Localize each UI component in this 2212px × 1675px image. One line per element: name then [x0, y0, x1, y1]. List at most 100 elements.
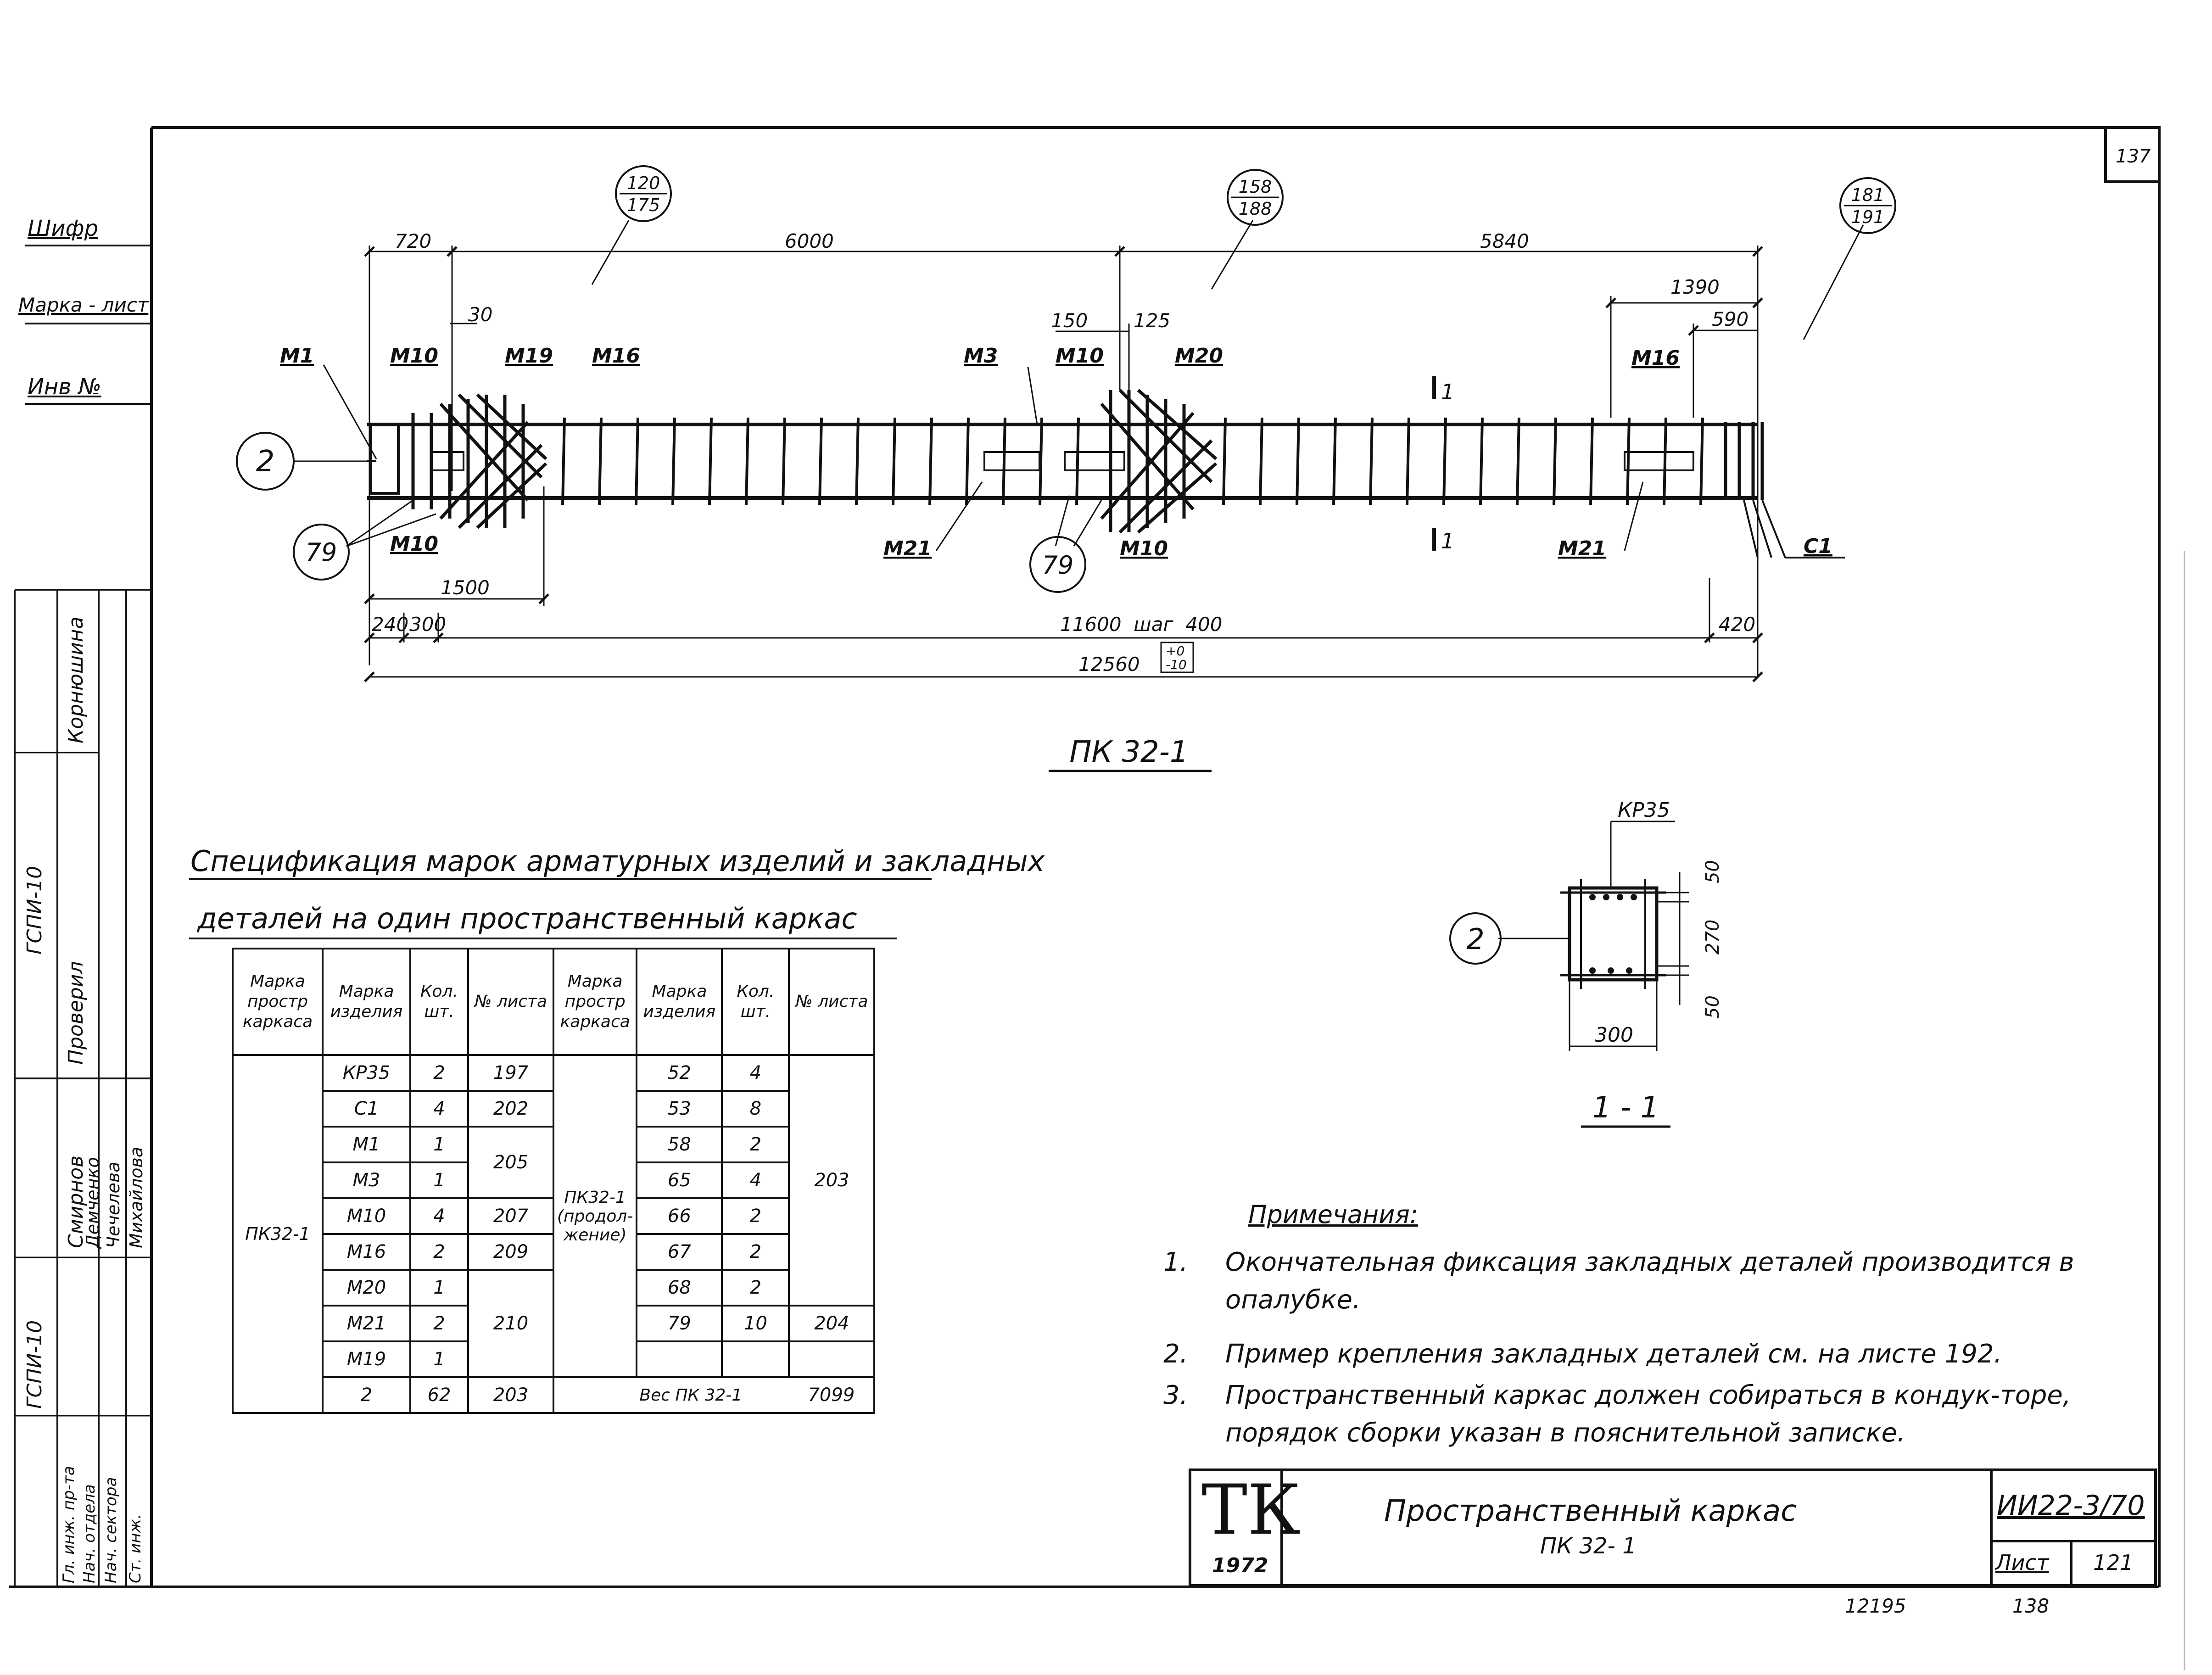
table-row: М19 1	[233, 1340, 876, 1378]
spec-cell	[721, 1340, 790, 1378]
label-m10-b: М10	[1056, 344, 1104, 368]
table-row: М20 1 210 68 2	[233, 1269, 874, 1378]
stirrup	[1553, 417, 1557, 505]
spec-header: Марка простр каркаса	[232, 948, 324, 1056]
stamp-name-checheleva: Чечелева	[103, 1161, 123, 1248]
stirrup	[1516, 417, 1520, 505]
section-mark-bottom: 1	[1441, 529, 1454, 553]
drawing-title: ПК 32-1	[1069, 735, 1188, 769]
stamp-org-top: ГСПИ-10	[23, 865, 46, 955]
spec-cell: 204	[788, 1305, 876, 1342]
stirrup	[708, 417, 713, 505]
bottom-code-right: 138	[2012, 1595, 2050, 1617]
table-row: М3 1 65 4	[233, 1161, 874, 1199]
spec-cell: 2	[721, 1269, 790, 1306]
spec-cell: КР35	[322, 1054, 411, 1092]
spec-cell	[552, 1376, 637, 1414]
dim-590: 590	[1712, 308, 1748, 330]
note-number: 2.	[1163, 1339, 1188, 1369]
stirrup	[635, 417, 639, 505]
spec-cell	[636, 1340, 723, 1378]
spec-cell: 8	[721, 1090, 790, 1128]
spec-cell: 52	[636, 1054, 723, 1092]
spec-cell: 53	[636, 1090, 723, 1128]
spec-cell: 67	[636, 1233, 723, 1271]
dim-30: 30	[468, 303, 492, 326]
section-dim-300: 300	[1595, 1023, 1633, 1047]
label-m10-a: М10	[390, 344, 438, 368]
dim-11600: 11600 шаг 400	[1060, 613, 1222, 636]
stamp-name-kornyushina: Корнюшина	[64, 616, 88, 743]
spec-cell: 2	[721, 1126, 790, 1163]
spec-cell: 4	[721, 1054, 790, 1092]
spec-cell: 207	[467, 1197, 554, 1235]
stirrup	[1222, 417, 1227, 505]
dim-1390: 1390	[1670, 276, 1720, 298]
spec-cell: 210	[467, 1269, 554, 1378]
bubble-1-top: 120	[627, 173, 660, 193]
stamp-mark-sheet: Марка - лист	[18, 294, 149, 316]
bubble-2-bottom: 188	[1239, 199, 1272, 219]
table-row: ПК32-1 КР35 2 197 ПК32-1 (продол-жение) …	[232, 1054, 876, 1414]
stamp-cipher: Шифр	[28, 216, 99, 241]
tol-plus: +0	[1166, 643, 1184, 659]
note-text: Пример крепления закладных деталей см. н…	[1225, 1339, 2002, 1369]
section-title: 1 - 1	[1592, 1091, 1659, 1125]
spec-header: Марка простр каркаса	[552, 948, 638, 1056]
title-list-value: 121	[2093, 1550, 2134, 1575]
spec-title-line2: деталей на один пространственный каркас	[197, 902, 857, 935]
spec-cell: М19	[322, 1340, 411, 1378]
stirrup	[1663, 417, 1667, 505]
stirrup	[1039, 417, 1043, 505]
stirrup	[598, 417, 603, 505]
stirrup	[928, 417, 933, 505]
stirrup	[671, 417, 676, 505]
spec-cell: 58	[636, 1126, 723, 1163]
stamp-role-2: Нач. отдела	[80, 1484, 99, 1583]
spec-cell: 1	[409, 1269, 469, 1306]
section-dim-50-top: 50	[1702, 860, 1723, 883]
section-circle-label: 2	[1466, 922, 1484, 956]
bubble-2-top: 158	[1239, 177, 1272, 197]
label-m19: М19	[505, 344, 553, 368]
spec-cell: 2	[409, 1233, 469, 1271]
spec-cell: 209	[467, 1233, 554, 1271]
note-1: 1. Окончательная фиксация закладных дета…	[1163, 1244, 2143, 1319]
stirrup	[818, 417, 823, 505]
label-c1: С1	[1804, 535, 1832, 558]
stirrup	[745, 417, 749, 505]
table-row: М21 2 79 10 204	[233, 1305, 876, 1342]
label-m1: М1	[280, 344, 314, 368]
circle-79-mid-label: 79	[1042, 551, 1074, 580]
spec-cell: 2	[322, 1376, 411, 1414]
dim-1500: 1500	[441, 576, 490, 599]
spec-left-frame: ПК32-1	[232, 1054, 324, 1414]
spec-cell: М21	[322, 1305, 411, 1342]
spec-cell: 2	[409, 1305, 469, 1342]
stirrup	[1406, 417, 1410, 505]
stirrup	[1699, 417, 1704, 505]
label-m16-a: М16	[592, 344, 640, 368]
spec-cell: 205	[467, 1126, 554, 1199]
bottom-code-left: 12195	[1845, 1595, 1906, 1617]
table-row: 2 62 203 Вес ПК 32-1 7099	[233, 1376, 876, 1414]
spec-weight-value: 7099	[789, 1376, 876, 1414]
stamp-checked: Проверил	[64, 961, 88, 1065]
label-m10-c: М10	[390, 532, 438, 556]
stirrup	[1479, 417, 1484, 505]
stirrup	[1589, 417, 1594, 505]
spec-cell: М20	[322, 1269, 411, 1306]
sheet-number-top: 137	[2116, 146, 2151, 167]
section-kp: КР35	[1618, 798, 1670, 822]
spec-cell: 65	[636, 1161, 723, 1199]
table-row: С1 4 202 53 8	[233, 1090, 874, 1128]
stirrup	[1296, 417, 1300, 505]
dim-420: 420	[1719, 613, 1755, 636]
dim-6000: 6000	[785, 230, 834, 252]
spec-cell: 2	[409, 1054, 469, 1092]
note-number: 1.	[1163, 1247, 1188, 1277]
spec-cell: 203	[788, 1054, 876, 1306]
spec-right-frame: ПК32-1 (продол-жение)	[552, 1054, 638, 1378]
spec-header: № листа	[467, 948, 554, 1056]
